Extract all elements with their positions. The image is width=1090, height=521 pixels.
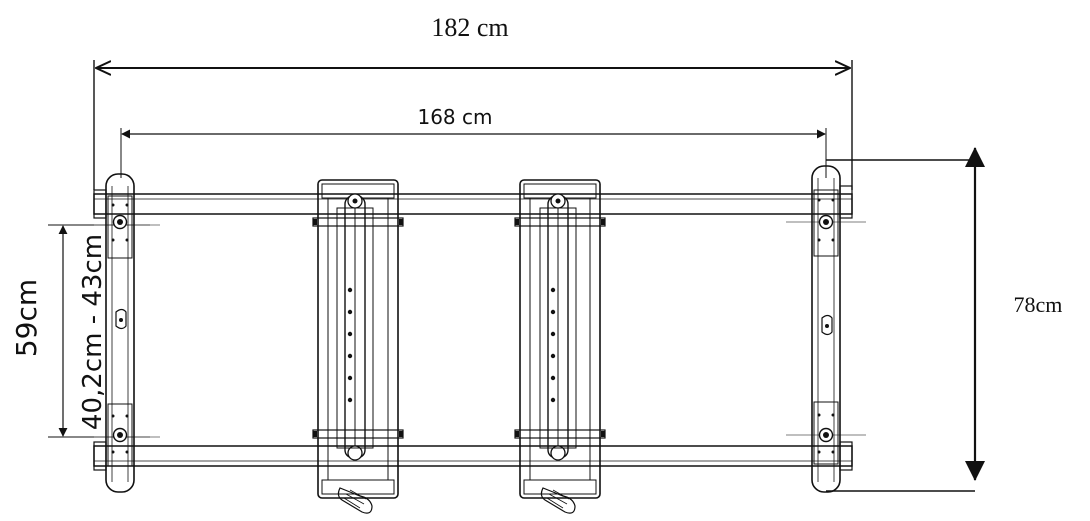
centerlines bbox=[94, 221, 866, 438]
inner-length-dimension: 168 cm bbox=[120, 105, 827, 178]
top-rail bbox=[93, 193, 853, 215]
overall-length-dimension: 182 cm bbox=[93, 13, 853, 190]
bottom-rail bbox=[93, 445, 853, 467]
bike-holder-left bbox=[312, 179, 404, 514]
right-end-post bbox=[811, 165, 841, 493]
overall-width-dimension: 78cm bbox=[826, 147, 1063, 492]
outer-width-label: 59cm bbox=[10, 279, 43, 357]
inner-length-label: 168 cm bbox=[417, 105, 492, 129]
adjustable-width-dimension: 40,2cm - 43cm bbox=[48, 224, 150, 438]
adjustable-width-label: 40,2cm - 43cm bbox=[78, 234, 108, 430]
overall-length-label: 182 cm bbox=[431, 13, 508, 42]
right-rail-caps bbox=[839, 185, 853, 471]
outer-width-dimension: 59cm bbox=[10, 279, 43, 357]
left-end-post bbox=[105, 173, 135, 493]
bike-holder-right bbox=[514, 179, 606, 514]
left-rail-caps bbox=[93, 189, 107, 471]
overall-width-label: 78cm bbox=[1014, 292, 1063, 317]
